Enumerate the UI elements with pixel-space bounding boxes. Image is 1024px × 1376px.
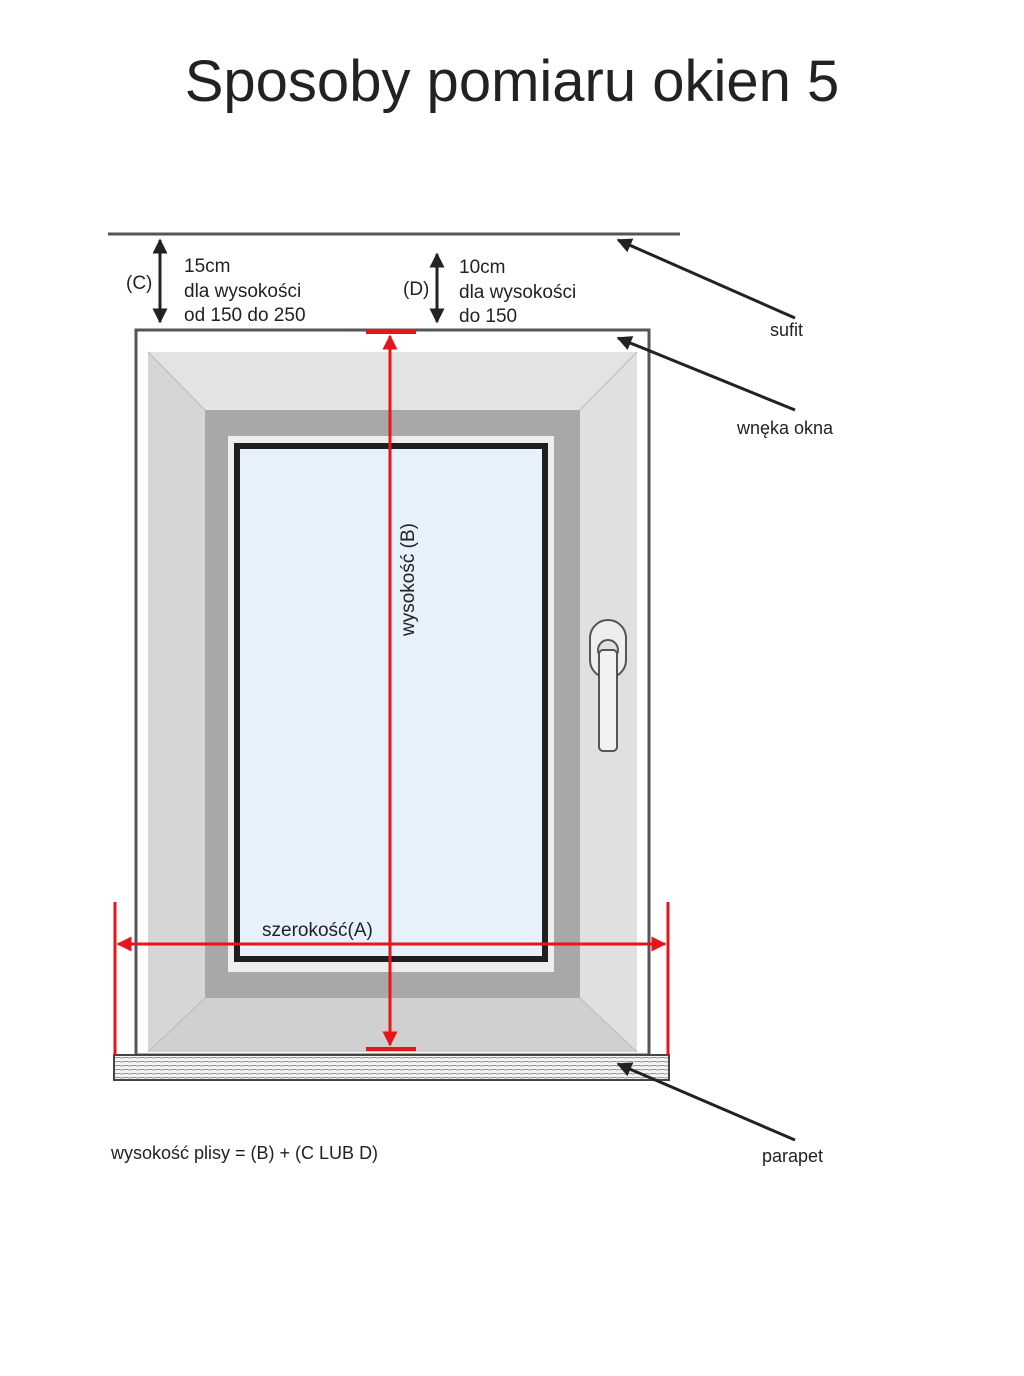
c-note-line1: 15cm	[184, 256, 230, 277]
page-title: Sposoby pomiaru okien 5	[184, 49, 840, 114]
wneka-pointer	[616, 336, 796, 412]
window-handle-icon	[589, 619, 627, 752]
d-note-line3: do 150	[459, 306, 517, 327]
wneka-label: wnęka okna	[736, 418, 834, 438]
d-note-line1: 10cm	[459, 257, 505, 278]
parapet-label: parapet	[762, 1146, 823, 1166]
c-note-line3: od 150 do 250	[184, 305, 306, 326]
window-sill	[113, 1054, 670, 1081]
parapet-pointer	[616, 1062, 796, 1142]
width-label: szerokość(A)	[262, 920, 373, 941]
c-marker-label: (C)	[126, 273, 152, 294]
sufit-pointer	[616, 238, 796, 320]
sufit-label: sufit	[770, 320, 803, 340]
c-note-line2: dla wysokości	[184, 281, 301, 302]
formula-text: wysokość plisy = (B) + (C LUB D)	[110, 1143, 378, 1163]
height-label: wysokość (B)	[398, 523, 419, 637]
d-marker-label: (D)	[403, 279, 429, 300]
d-note-line2: dla wysokości	[459, 282, 576, 303]
